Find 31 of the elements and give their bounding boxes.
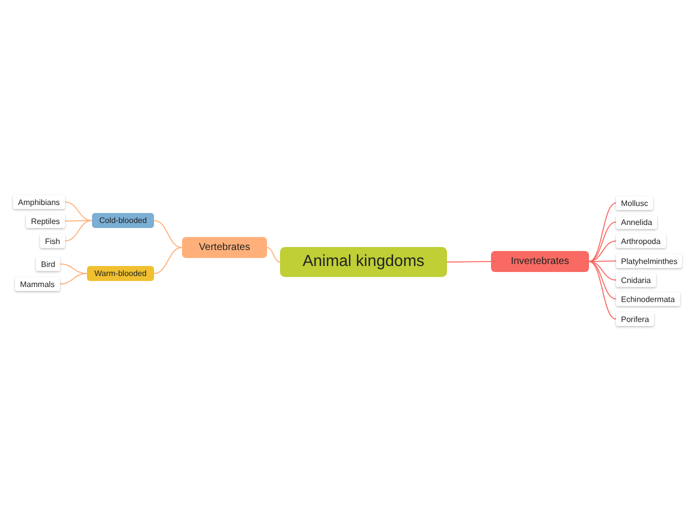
connector-line — [154, 220, 182, 248]
leaf-topic-box: Reptiles — [26, 214, 65, 228]
connector-line — [588, 202, 616, 262]
leaf-topic-box: Bird — [36, 257, 60, 271]
subtopic-box: Cold-blooded — [92, 213, 154, 228]
leaf-topic-box: Porifera — [616, 312, 654, 326]
subtopic-box: Warm-blooded — [87, 266, 154, 281]
leaf-topic-box: Cnidaria — [616, 273, 656, 287]
connector-line — [588, 222, 616, 262]
leaf-topic-box: Fish — [40, 234, 66, 248]
main-topic-box: Invertebrates — [491, 251, 589, 272]
connector-line — [588, 261, 616, 280]
connector-line — [64, 202, 92, 221]
leaf-topic-box: Annelida — [616, 215, 658, 229]
leaf-topic-box: Mammals — [15, 277, 60, 291]
central-topic-box: Animal kingdoms — [280, 247, 447, 277]
connector-line — [588, 261, 616, 300]
connector-line — [59, 273, 88, 284]
leaf-topic-box: Amphibians — [13, 195, 65, 209]
leaf-topic-box: Arthropoda — [616, 234, 666, 248]
main-topic-box: Vertebrates — [182, 237, 267, 258]
leaf-topic-box: Echinodermata — [616, 292, 680, 306]
connector-line — [588, 261, 616, 320]
connector-line — [154, 247, 182, 274]
connector-line — [64, 220, 92, 242]
connector-line — [588, 240, 616, 262]
connector-line — [64, 220, 92, 222]
connector-line — [266, 247, 280, 262]
connector-line — [446, 261, 492, 262]
leaf-topic-box: Mollusc — [616, 196, 654, 210]
leaf-topic-box: Platyhelminthes — [616, 254, 682, 268]
